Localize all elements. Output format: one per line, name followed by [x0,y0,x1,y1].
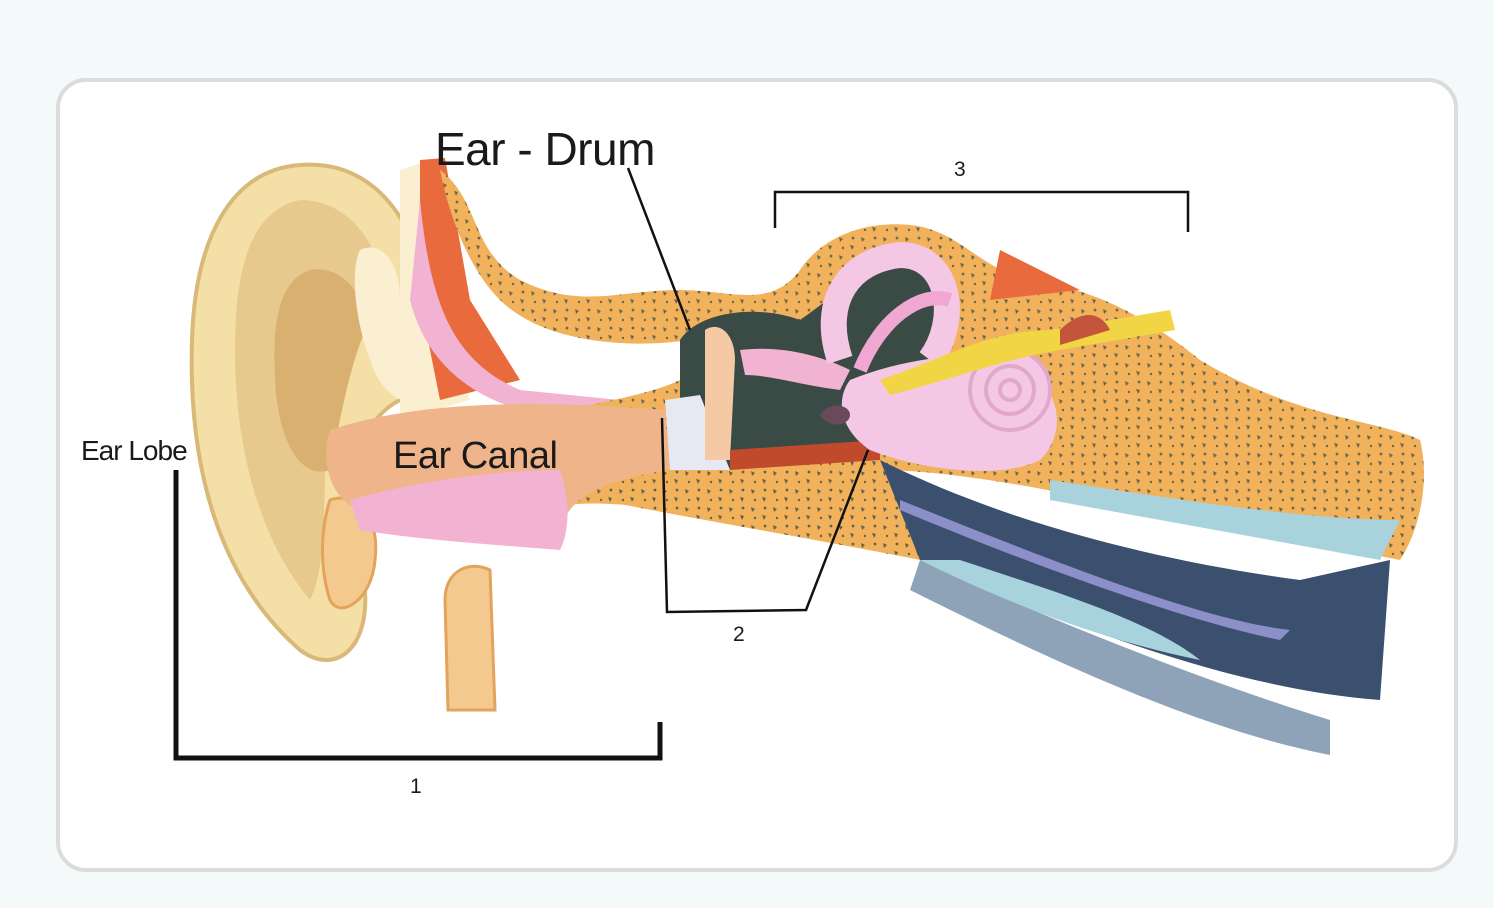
middle-ear-cavity [665,260,952,470]
ear-lobe-label: Ear Lobe [81,435,188,466]
region-1-label: 1 [410,775,422,798]
outer-ear-pinna [189,162,423,662]
canal-tissue-layers [354,158,620,420]
ear-drum-pointer-line [626,167,692,331]
eustachian-tube [880,460,1400,755]
leader-lines [173,167,1190,761]
bracket-2 [660,417,870,614]
ear-canal-label: Ear Canal [393,435,558,477]
lobe-stalk [443,564,497,712]
ear-canal [326,404,670,550]
region-2-label: 2 [733,623,745,646]
region-3-label: 3 [954,158,966,181]
ear-drum-label: Ear - Drum [435,123,655,175]
bracket-1 [173,470,663,761]
inner-ear [820,241,1175,471]
bracket-3 [773,190,1190,232]
